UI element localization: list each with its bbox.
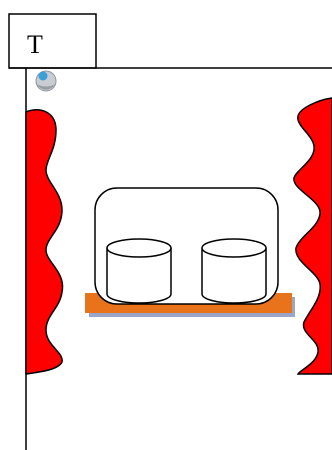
- cylinder-top: [202, 239, 266, 257]
- header-tab: T: [9, 14, 96, 68]
- status-dot-icon[interactable]: [36, 71, 56, 91]
- tab-label: T: [27, 30, 43, 59]
- left-curtain: [26, 110, 63, 374]
- right-curtain: [294, 98, 332, 374]
- cylinder-right: [202, 239, 266, 303]
- cylinder-left: [107, 239, 171, 303]
- tab-frame: [9, 14, 96, 68]
- cylinder-top: [107, 239, 171, 257]
